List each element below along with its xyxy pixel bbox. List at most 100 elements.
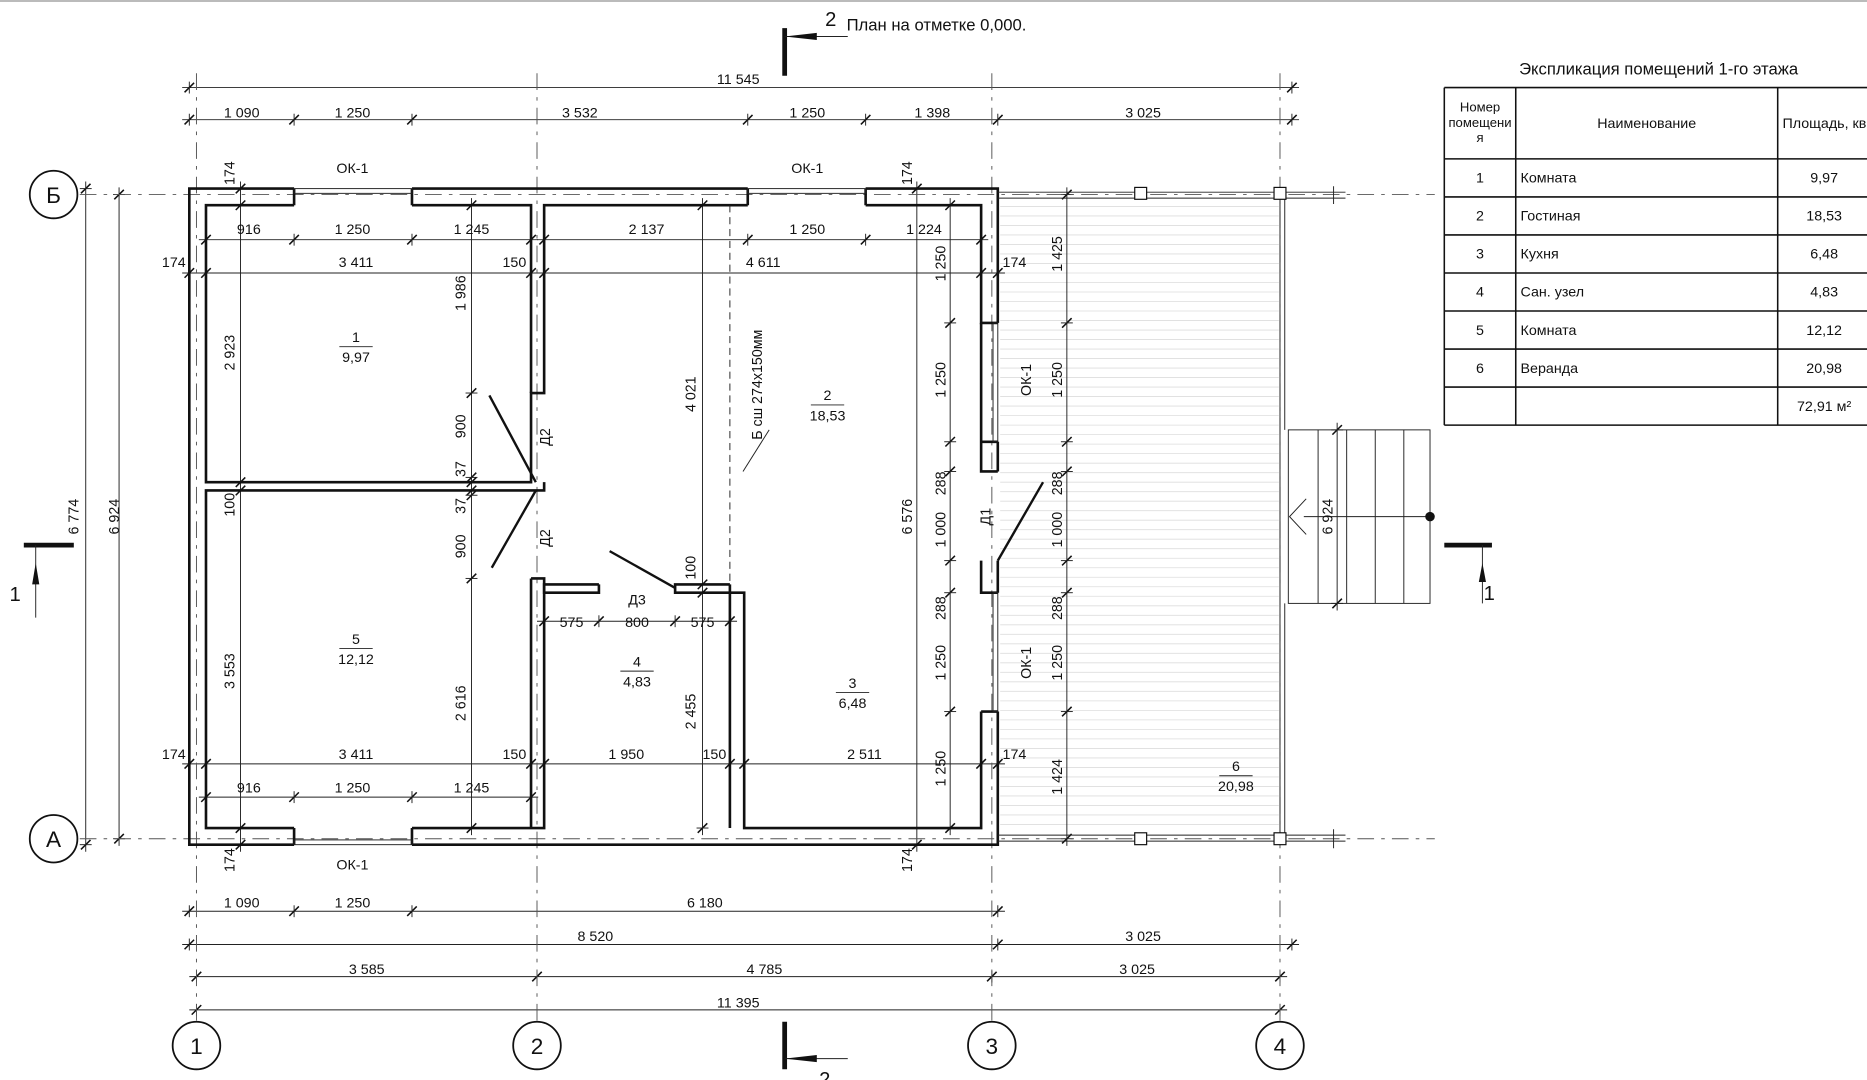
dimension-value: 1 250 (933, 751, 949, 787)
section-label-left: 1 (10, 584, 21, 606)
dimension-value: 288 (933, 596, 949, 620)
dimension-value: 1 986 (454, 275, 470, 311)
table-cell-area: 4,83 (1810, 285, 1838, 301)
dimension-value: 6 924 (1320, 499, 1336, 535)
room-area: 20,98 (1218, 779, 1254, 795)
table-cell-name: Веранда (1521, 361, 1579, 377)
dimension-value: Д1 (979, 508, 995, 526)
dimension-value: 575 (691, 615, 715, 631)
dimension-value: 3 025 (1125, 929, 1161, 945)
stair-arrow-dot (1425, 511, 1435, 522)
dimension-value: 2 616 (454, 685, 470, 721)
dimension-value: 1 250 (335, 896, 371, 912)
dimension-value: 174 (900, 161, 916, 185)
table-cell-name: Комната (1521, 323, 1577, 339)
dimension-value: 174 (1003, 747, 1027, 763)
dimension-value: 174 (1003, 255, 1027, 271)
dimension-value: 174 (223, 161, 239, 185)
room-number: 3 (849, 676, 857, 692)
dimension-value: 1 250 (933, 362, 949, 398)
dimension-value: 174 (900, 848, 916, 872)
dimension-value: 2 511 (847, 747, 882, 763)
dimension-value: 174 (162, 255, 186, 271)
dimension-value: 4 611 (746, 255, 781, 271)
section-label-bottom: 2 (819, 1069, 830, 1080)
room-number: 5 (352, 632, 360, 648)
room-number: 6 (1232, 759, 1240, 775)
table-header-number: я (1476, 130, 1483, 145)
table-cell-number: 1 (1476, 171, 1484, 187)
dimension-value: 11 545 (717, 72, 760, 88)
table-cell-number: 6 (1476, 361, 1484, 377)
doors (488, 394, 1045, 589)
dimension-value: 288 (933, 471, 949, 495)
dimension-value: 174 (223, 848, 239, 872)
dimension-value: ОК-1 (1019, 364, 1035, 396)
dimension-value: 1 000 (1050, 512, 1066, 548)
dimension-value: 1 090 (224, 105, 260, 121)
dimension-value: 900 (454, 534, 470, 558)
table-cell-area: 18,53 (1806, 209, 1842, 225)
axis-3: 3 (986, 1034, 999, 1059)
section-label-right: 1 (1484, 583, 1495, 605)
table-title: Экспликация помещений 1-го этажа (1519, 60, 1799, 79)
dimension-value: 6 576 (900, 499, 916, 535)
dimension-value: Б сш 274х150мм (750, 330, 766, 440)
dimension-value: 1 245 (454, 780, 490, 796)
dimension-value: 3 553 (223, 653, 239, 689)
room-schedule-table: Экспликация помещений 1-го этажа Номерпо… (1443, 60, 1867, 426)
dimension-value: 288 (1050, 596, 1066, 620)
dimension-value: ОК-1 (791, 161, 823, 177)
axis-a: А (46, 827, 62, 852)
dimension-value: 1 950 (608, 747, 644, 763)
dimension-value: 3 411 (339, 255, 374, 271)
veranda-hatch (1000, 206, 1279, 825)
table-cell-name: Комната (1521, 171, 1577, 187)
axis-b: Б (46, 183, 61, 208)
dimension-value: 6 774 (67, 499, 83, 535)
room-area: 12,12 (338, 652, 374, 668)
dimension-value: 1 224 (906, 222, 942, 238)
dimension-value: 3 532 (562, 105, 598, 121)
table-header-name: Наименование (1597, 116, 1696, 132)
dimension-value: 1 250 (335, 222, 371, 238)
dimension-value: 100 (683, 556, 699, 580)
dimension-value: 288 (1050, 471, 1066, 495)
dimension-value: 916 (237, 222, 261, 238)
section-marks: 2 2 1 1 План на отметке 0,000. (10, 9, 1495, 1080)
room-area: 4,83 (623, 675, 651, 691)
dimension-value: 1 250 (933, 645, 949, 681)
table-cell-name: Кухня (1521, 247, 1559, 263)
dimension-value: 575 (560, 615, 584, 631)
table-cell-number: 4 (1476, 285, 1484, 301)
room-number: 2 (824, 388, 832, 404)
axis-4: 4 (1274, 1034, 1287, 1059)
dimension-value: ОК-1 (336, 161, 368, 177)
dimension-value: ОК-1 (1019, 647, 1035, 679)
dimension-value: 37 (454, 498, 470, 514)
dimension-value: Д2 (538, 428, 554, 446)
axis-1: 1 (190, 1034, 203, 1059)
dimension-value: 174 (162, 747, 186, 763)
table-cell-area: 9,97 (1810, 171, 1838, 187)
axis-2: 2 (531, 1034, 544, 1059)
room-area: 18,53 (810, 408, 846, 424)
table-cell-area: 20,98 (1806, 361, 1842, 377)
dimension-value: 150 (502, 255, 526, 271)
table-header-number: помещени (1448, 115, 1511, 130)
dimension-value: 11 395 (717, 996, 760, 1012)
dimension-lines (79, 81, 1344, 1016)
stairs (1287, 429, 1435, 604)
walls (188, 187, 1000, 846)
dimension-value: 2 455 (683, 694, 699, 730)
table-total-area: 72,91 м² (1797, 399, 1852, 415)
dimension-value: 3 585 (349, 962, 385, 978)
dimension-value: 1 398 (914, 105, 950, 121)
dimension-value: 1 250 (335, 105, 371, 121)
table-cell-name: Сан. узел (1521, 285, 1585, 301)
dimension-value: 1 250 (789, 222, 825, 238)
dimension-value: 900 (454, 414, 470, 438)
dimension-value: 6 180 (687, 896, 723, 912)
